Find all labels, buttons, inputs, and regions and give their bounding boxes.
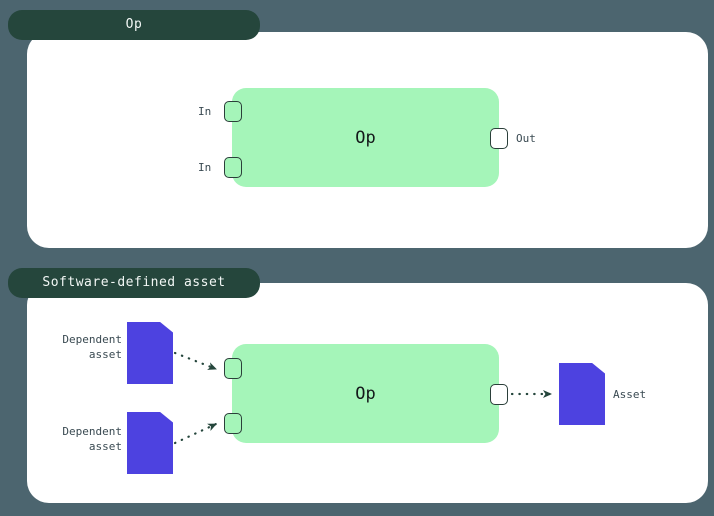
port-out-1[interactable] [490, 128, 508, 149]
port-in-3[interactable] [224, 358, 242, 379]
port-in-2[interactable] [224, 157, 242, 178]
dependent-asset-label-2: Dependent asset [62, 425, 122, 453]
op-node-top-label: Op [355, 127, 376, 148]
port-label-in-1: In [198, 105, 212, 118]
port-in-1[interactable] [224, 101, 242, 122]
op-node-top[interactable]: Op [232, 88, 499, 187]
op-node-bottom-label: Op [355, 383, 376, 404]
port-label-in-2: In [198, 161, 212, 174]
panel-tab-software-defined-asset: Software-defined asset [8, 268, 260, 298]
dependent-asset-icon-2[interactable] [127, 412, 173, 474]
port-in-4[interactable] [224, 413, 242, 434]
asset-icon[interactable] [559, 363, 605, 425]
port-out-2[interactable] [490, 384, 508, 405]
dependent-asset-label-1: Dependent asset [62, 333, 122, 361]
dependent-asset-icon-1[interactable] [127, 322, 173, 384]
port-label-out-1: Out [516, 132, 536, 145]
panel-tab-op: Op [8, 10, 260, 40]
op-node-bottom[interactable]: Op [232, 344, 499, 443]
asset-label: Asset [613, 388, 647, 401]
